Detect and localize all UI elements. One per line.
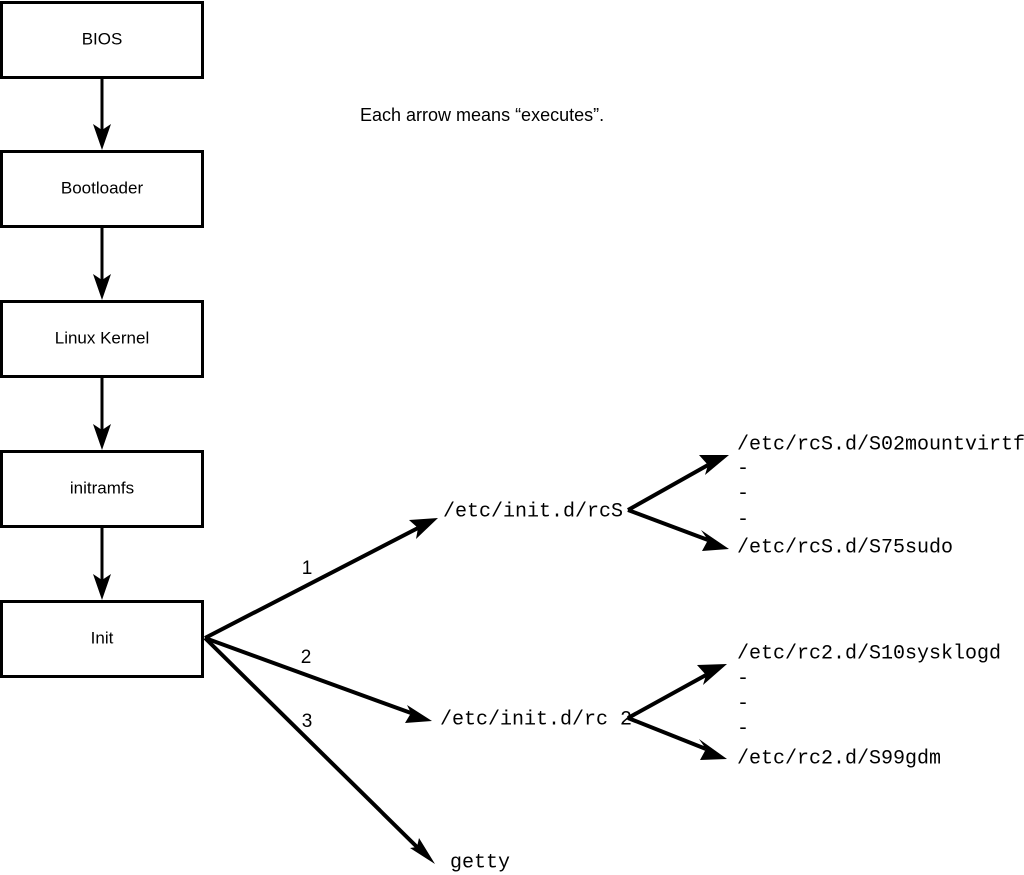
rcs-script-first[interactable]: /etc/rcS.d/S02mountvirtfs: [737, 433, 1024, 456]
arrow-head-icon: [93, 424, 111, 450]
edge-number-2: 2: [301, 647, 312, 668]
rc2-script-last[interactable]: /etc/rc2.d/S99gdm: [737, 747, 941, 770]
rcs-ellipsis-dash-3: -: [737, 508, 749, 531]
init-label: Init: [91, 628, 114, 647]
rc2-ellipsis-dash-3: -: [737, 717, 749, 740]
arrow-init-to-getty: [203, 636, 435, 864]
bios-box[interactable]: [0, 1, 204, 79]
arrow-head-icon: [93, 274, 111, 300]
arrow-bios-to-bootloader: [93, 78, 111, 150]
arrow-head-icon: [409, 518, 438, 539]
edge-number-1: 1: [302, 558, 313, 579]
branch-label-getty[interactable]: getty: [450, 851, 510, 874]
arrow-init-to-rcs: [204, 518, 438, 640]
arrow-rc2-to-first-script: [627, 664, 727, 720]
node-initramfs[interactable]: initramfs: [0, 450, 204, 528]
node-linux-kernel[interactable]: Linux Kernel: [0, 300, 204, 378]
arrow-rcs-to-last-script: [627, 508, 729, 551]
arrow-head-icon: [701, 530, 729, 551]
linux-kernel-label: Linux Kernel: [55, 328, 150, 347]
rc2-ellipsis-dash-1: -: [737, 667, 749, 690]
initramfs-box[interactable]: [0, 450, 204, 528]
bootloader-label: Bootloader: [61, 178, 144, 197]
bios-label: BIOS: [82, 29, 123, 48]
rc2-ellipsis-dash-2: -: [737, 692, 749, 715]
initramfs-label: initramfs: [70, 478, 134, 497]
rcs-ellipsis-dash-2: -: [737, 482, 749, 505]
arrow-kernel-to-initramfs: [93, 377, 111, 450]
branch-label-rcs[interactable]: /etc/init.d/rcS: [443, 500, 623, 523]
node-bios[interactable]: BIOS: [0, 1, 204, 79]
node-bootloader[interactable]: Bootloader: [0, 150, 204, 228]
arrow-head-icon: [697, 664, 727, 685]
diagram-caption: Each arrow means “executes”.: [360, 105, 604, 125]
arrow-head-icon: [405, 705, 432, 723]
arrow-head-icon: [93, 124, 111, 150]
arrow-head-icon: [93, 574, 111, 600]
arrow-rcs-to-first-script: [627, 455, 729, 512]
init-box[interactable]: [0, 600, 204, 678]
node-init[interactable]: Init: [0, 600, 204, 678]
rcs-ellipsis-dash-1: -: [737, 457, 749, 480]
arrow-initramfs-to-init: [93, 527, 111, 600]
arrow-head-icon: [410, 838, 435, 864]
arrow-init-to-rc2: [204, 636, 432, 723]
rcs-script-last[interactable]: /etc/rcS.d/S75sudo: [737, 536, 953, 559]
arrow-bootloader-to-kernel: [93, 227, 111, 300]
bootloader-box[interactable]: [0, 150, 204, 228]
branch-label-rc2[interactable]: /etc/init.d/rc 2: [440, 708, 632, 731]
arrow-rc2-to-last-script: [627, 716, 727, 760]
rc2-script-first[interactable]: /etc/rc2.d/S10sysklogd: [737, 642, 1001, 665]
arrow-head-icon: [699, 739, 727, 760]
arrow-head-icon: [699, 455, 729, 475]
linux-kernel-box[interactable]: [0, 300, 204, 378]
edge-number-3: 3: [302, 711, 313, 732]
